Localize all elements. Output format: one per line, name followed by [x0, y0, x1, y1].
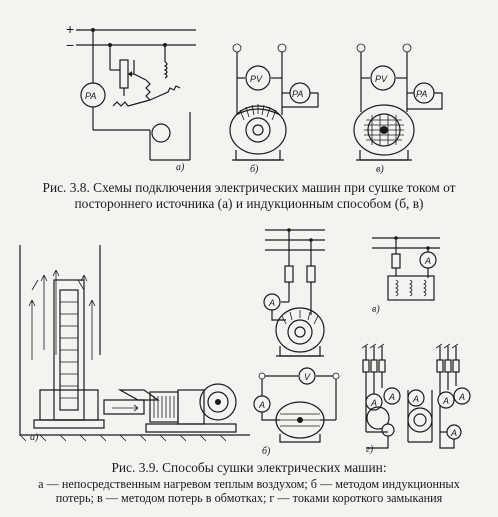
meter [381, 423, 395, 437]
ammeter-a-label: A [442, 396, 449, 406]
ammeter-a-label: A [258, 400, 265, 410]
scheme-a-label: а) [176, 162, 185, 173]
voltmeter-v-label: V [304, 372, 311, 382]
ammeter-a [365, 393, 383, 411]
air-duct [103, 399, 145, 415]
method-g-label: г) [366, 444, 374, 455]
voltmeter-v [298, 367, 316, 385]
ammeter-a-label: A [388, 392, 395, 402]
figure-3-8-caption-line1: Рис. 3.8. Схемы подключения электрически… [42, 180, 456, 195]
figure-3-8-caption: Рис. 3.8. Схемы подключения электрически… [10, 180, 488, 212]
machine-rotor [366, 406, 390, 430]
ammeter-a [383, 387, 401, 405]
scheme-b-label: б) [250, 164, 259, 175]
ammeter-a-label: A [268, 298, 275, 308]
scheme-b-induction-toroid: PV PA б) [229, 43, 319, 175]
voltmeter-pv [245, 65, 271, 91]
method-v-label: в) [372, 304, 380, 315]
voltmeter-pv-label: PV [375, 74, 388, 84]
method-v-winding-loss: A в) [372, 236, 440, 315]
stator-winding [145, 79, 151, 101]
ammeter-a-label: A [450, 428, 457, 438]
voltmeter-pv-label: PV [250, 74, 263, 84]
rheostat [119, 59, 129, 89]
fuse [284, 265, 294, 283]
fuse [306, 265, 316, 283]
figure-3-9-caption-title: Рис. 3.9. Способы сушки электрических ма… [111, 460, 387, 475]
plus-sign: + [66, 21, 74, 37]
ammeter-pa-label: PA [416, 89, 427, 99]
ammeter-a-label: A [424, 256, 431, 266]
ammeter-a-label: A [370, 398, 377, 408]
minus-sign: − [66, 37, 74, 53]
ammeter-a [453, 387, 471, 405]
ammeter-a [437, 391, 455, 409]
machine-housing [275, 307, 325, 353]
figure-3-8-diagram: + − PA а) [66, 21, 443, 175]
voltmeter-pv [370, 65, 396, 91]
ammeter-a-label: A [458, 392, 465, 402]
ammeter-pa-label: PA [85, 91, 96, 101]
machine-windings [387, 275, 435, 301]
method-g-short-circuit: A A A A A A г) [361, 343, 471, 455]
figure-3-8-caption-line2: постороннего источника (а) и индукционны… [74, 196, 424, 211]
method-a-hot-air: а) [19, 245, 250, 443]
method-b-induction-loss: A [263, 228, 325, 357]
method-b-voltmeter-scheme: V A б) [253, 367, 340, 457]
machine-housing [275, 401, 325, 439]
scheme-c-label: в) [376, 164, 384, 175]
machine-base [39, 389, 99, 421]
machine-housing [353, 104, 415, 156]
method-b-label: б) [262, 446, 271, 457]
resistor [391, 253, 401, 269]
figure-3-9-caption-body: а — непосредственным нагревом теплым воз… [8, 477, 490, 505]
figure-3-9-caption-line1: а — непосредственным нагревом теплым воз… [38, 477, 460, 491]
ammeter-a-label: A [412, 394, 419, 404]
scheme-c-induction-coil: PV PA в) [353, 43, 443, 175]
ammeter-pa-label: PA [292, 89, 303, 99]
rotor [151, 123, 171, 143]
figure-3-9-diagram: а) A A [19, 228, 471, 457]
fan-motor [199, 383, 237, 421]
method-a-label: а) [30, 432, 39, 443]
figure-3-9-caption-line2: потерь; в — методом потерь в обмотках; г… [55, 491, 443, 505]
scheme-a-external-source: + − PA а) [66, 21, 196, 173]
